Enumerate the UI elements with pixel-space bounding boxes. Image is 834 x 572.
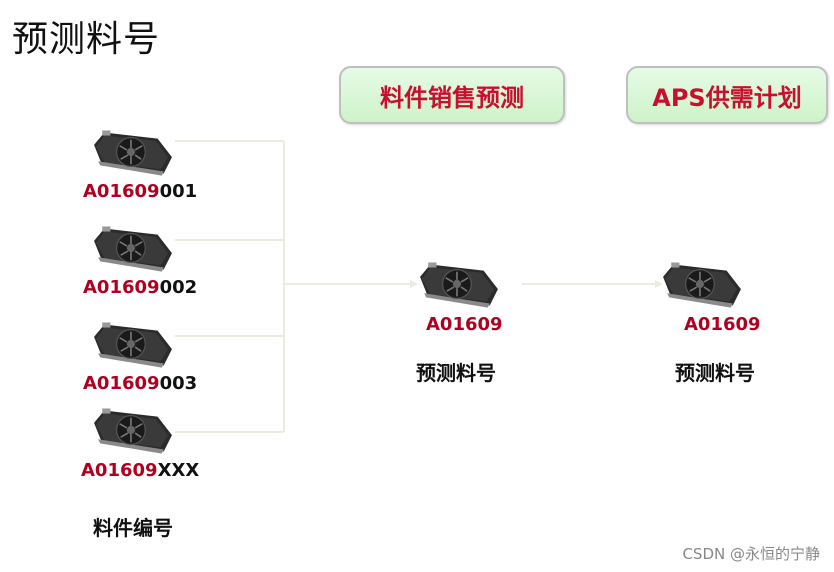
item-code-1: A01609001 (83, 181, 198, 202)
forecast-node-code: A01609 (426, 314, 503, 335)
items-label: 料件编号 (93, 516, 173, 540)
graphics-card-icon (418, 258, 500, 310)
sales-forecast-box: 料件销售预测 (339, 66, 565, 124)
graphics-card-icon (92, 404, 174, 456)
aps-node-label: 预测料号 (675, 361, 755, 385)
item-code-2: A01609002 (83, 277, 198, 298)
graphics-card-icon (661, 258, 743, 310)
aps-plan-box: APS供需计划 (626, 66, 828, 124)
graphics-card-icon (92, 318, 174, 370)
item-code-3: A01609003 (83, 373, 198, 394)
graphics-card-icon (92, 126, 174, 178)
graphics-card-icon (92, 222, 174, 274)
watermark: CSDN @永恒的宁静 (682, 545, 820, 563)
aps-node-code: A01609 (684, 314, 761, 335)
page-title: 预测料号 (12, 19, 161, 60)
forecast-node-label: 预测料号 (416, 361, 496, 385)
item-code-4: A01609XXX (81, 460, 200, 481)
